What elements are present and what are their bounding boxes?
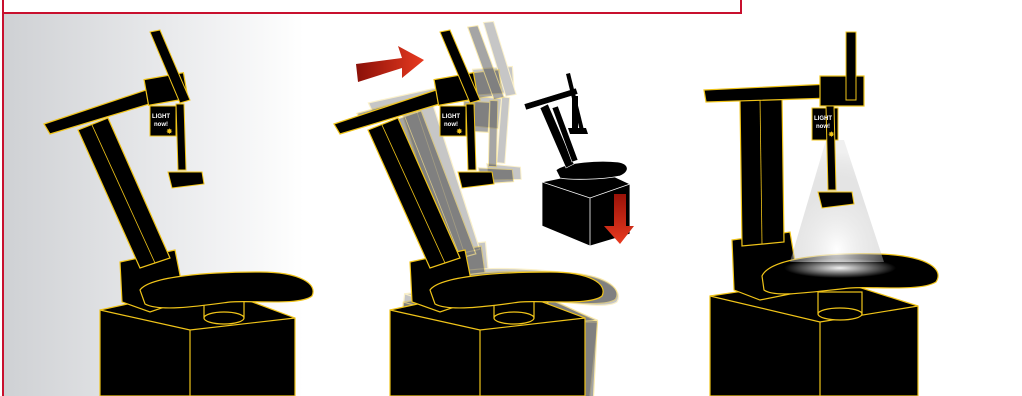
machine-idle: LIGHT now! ✸ (44, 30, 313, 396)
foot-pedal-inset (524, 73, 634, 246)
star-burst-icon: ✸ (456, 127, 463, 136)
light-label-line1-2: LIGHT (442, 114, 460, 120)
machine-lit: LIGHT now! ✸ (704, 32, 938, 396)
star-burst-icon: ✸ (166, 127, 173, 136)
light-pool (784, 258, 896, 278)
light-label-line1: LIGHT (152, 114, 170, 120)
star-burst-icon: ✸ (828, 130, 835, 139)
light-label-line1-3: LIGHT (814, 116, 832, 122)
right-arrow-icon (356, 46, 424, 82)
